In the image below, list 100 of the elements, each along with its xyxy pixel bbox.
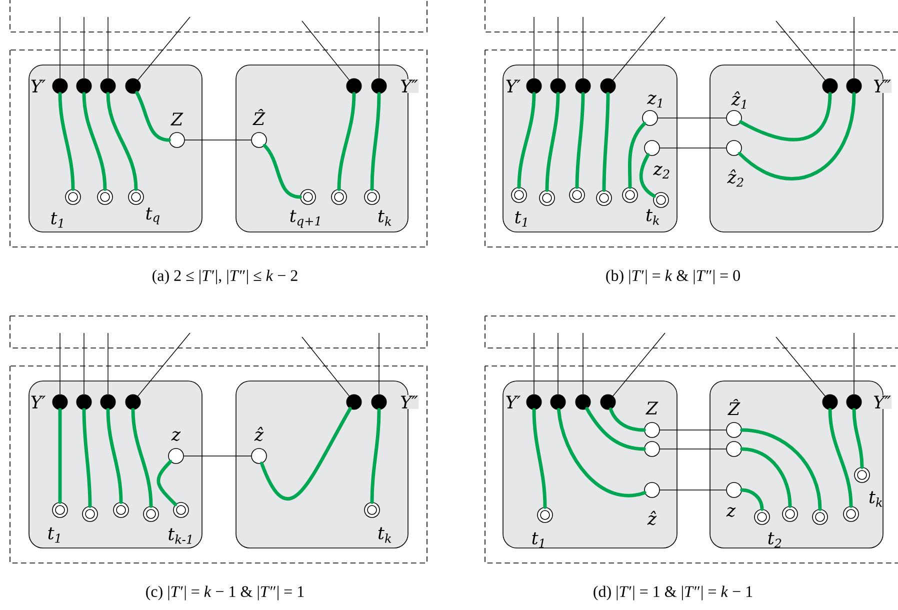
vertex-dot [52, 394, 68, 410]
vertex-circle [251, 132, 267, 148]
curve [260, 407, 352, 501]
vertex-dot [371, 78, 387, 94]
curve [517, 92, 536, 189]
node-label: ẑ [254, 426, 264, 442]
node-label: z$_{1}$ [647, 94, 662, 108]
curve [740, 428, 822, 511]
node-label: t$_{k-1}$ [168, 528, 192, 544]
terminal-ring [511, 187, 527, 203]
node-label: Z [646, 402, 658, 414]
node-label: Y″ [872, 395, 892, 409]
curve [575, 92, 585, 189]
terminal-ring [364, 502, 380, 518]
vertex-dot [600, 394, 616, 410]
curve [135, 91, 171, 142]
node-label: t$_{2}$ [768, 532, 782, 548]
line [138, 16, 190, 80]
subfigure-caption: (c) |T′| = k − 1 & |T″| = 1 [146, 586, 304, 600]
curve [131, 408, 153, 508]
line [138, 332, 190, 396]
vertex-dot [526, 78, 542, 94]
vertex-circle [726, 140, 742, 156]
curve [82, 408, 92, 508]
vertex-dot [76, 394, 92, 410]
node-label: t$_{q}$ [146, 208, 160, 224]
curve [58, 92, 75, 191]
curve [585, 407, 646, 451]
terminal-ring [331, 189, 347, 205]
terminal-ring [128, 189, 144, 205]
line [378, 16, 380, 79]
curve [370, 408, 381, 504]
vertex-circle [644, 422, 660, 438]
line [776, 336, 826, 396]
node-label: Y″ [872, 79, 892, 93]
terminal-ring [854, 467, 870, 483]
curve [556, 408, 646, 498]
curve [740, 447, 792, 508]
terminal-ring [539, 190, 555, 206]
curve [545, 92, 560, 192]
vertex-circle [642, 110, 658, 126]
line [612, 16, 666, 80]
node-label: ẑ$_{2}$ [727, 169, 744, 187]
line [776, 20, 826, 80]
curve [337, 92, 356, 191]
vertex-circle [726, 482, 742, 498]
curve [532, 408, 547, 509]
node-label: z [726, 507, 736, 517]
node-label: Y′ [30, 395, 46, 409]
node-label: t$_{1}$ [515, 211, 527, 227]
terminal-ring [843, 506, 859, 522]
node-label: ẑ [647, 510, 657, 526]
terminal-ring [113, 502, 129, 518]
line [660, 448, 726, 450]
vertex-dot [575, 394, 591, 410]
vertex-dot [846, 78, 862, 94]
terminal-ring [782, 506, 798, 522]
terminal-ring [173, 502, 189, 518]
terminal-ring [537, 507, 553, 523]
line [378, 332, 380, 395]
node-label: Y′ [30, 79, 46, 93]
node-label: t$_{k}$ [869, 491, 882, 507]
node-label: t$_{1}$ [48, 527, 60, 543]
line [302, 20, 350, 80]
line [582, 332, 584, 395]
vertex-dot [346, 394, 362, 410]
vertex-circle [726, 422, 742, 438]
terminal-ring [622, 187, 638, 203]
node-label: Ẑ [252, 108, 266, 126]
vertex-dot [550, 78, 566, 94]
terminal-ring [97, 189, 113, 205]
vertex-dot [125, 78, 141, 94]
vertex-dot [100, 78, 116, 94]
curve [852, 408, 864, 469]
terminal-ring [596, 190, 612, 206]
node-label: Ẑ [728, 398, 740, 416]
curve [828, 408, 853, 508]
terminal-ring [754, 509, 770, 525]
node-label: t$_{q+1}$ [290, 210, 320, 228]
node-label: z [171, 431, 181, 441]
curve [106, 92, 138, 191]
terminal-ring [812, 509, 828, 525]
vertex-circle [644, 140, 660, 156]
terminal-ring [82, 506, 98, 522]
vertex-dot [550, 394, 566, 410]
vertex-dot [52, 78, 68, 94]
node-label: t$_{k}$ [378, 210, 392, 226]
node-label: Y″ [399, 79, 419, 93]
vertex-dot [371, 394, 387, 410]
vertex-dot [125, 394, 141, 410]
line [582, 16, 584, 79]
node-label: z$_{2}$ [653, 166, 670, 178]
vertex-circle [726, 110, 742, 126]
node-label: t$_{k}$ [378, 527, 392, 543]
line [612, 332, 666, 396]
node-label: Z [170, 112, 184, 126]
vertex-dot [346, 78, 362, 94]
curve [156, 460, 178, 506]
subfigure-caption: (b) |T′| = k & |T″| = 0 [606, 270, 740, 284]
node-label: t$_{k}$ [646, 209, 660, 225]
